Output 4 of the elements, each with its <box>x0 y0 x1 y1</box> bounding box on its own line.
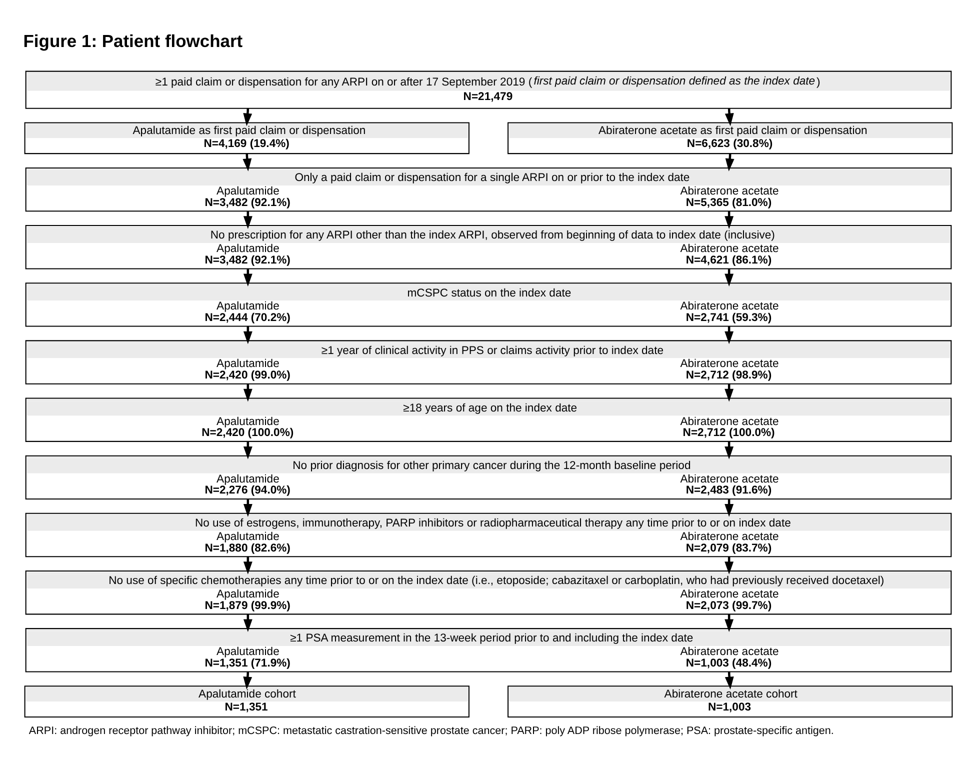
arrow <box>243 672 252 690</box>
diagram-title: Figure 1: Patient flowchart <box>23 30 243 51</box>
arrow <box>724 672 734 690</box>
caption: ARPI: androgen receptor pathway inhibitor; mCSPC: metastatic castration-sensitive prostate cancer; PARP: poly ADP ribose polymerase; PSA: prostate-specific antigen. <box>28 724 834 737</box>
